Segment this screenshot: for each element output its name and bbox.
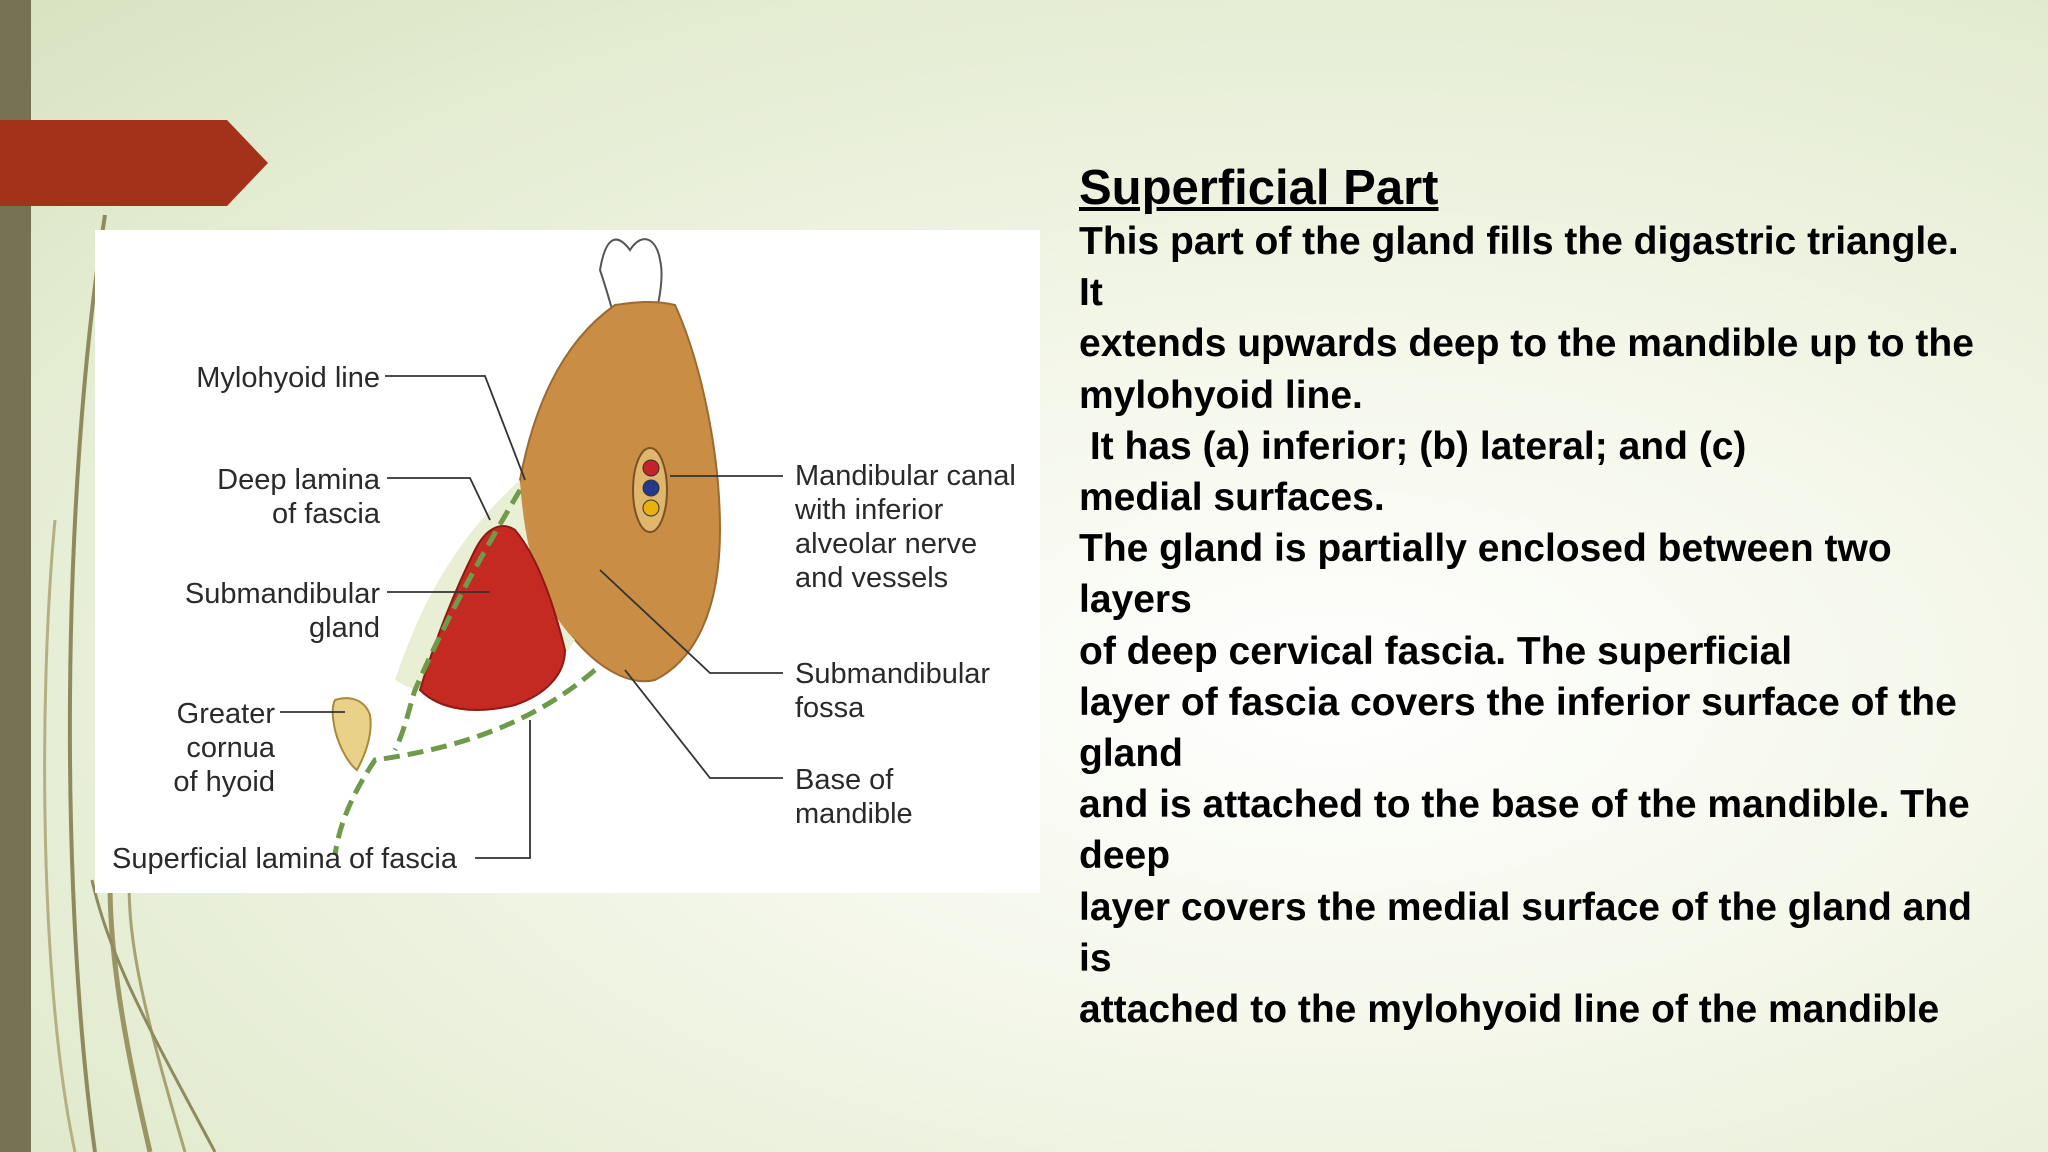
body-line: extends upwards deep to the mandible up …	[1079, 318, 2048, 369]
leader-mylohyoid	[385, 376, 525, 480]
body-line: attached to the mylohyoid line of the ma…	[1079, 984, 2048, 1035]
label-greater-cornua: Greater	[177, 698, 276, 730]
body-line: of deep cervical fascia. The superficial	[1079, 626, 2048, 677]
label-mandibular-canal: alveolar nerve	[795, 528, 977, 560]
artery-dot	[643, 460, 659, 476]
nerve-dot	[643, 480, 659, 496]
body-line: layer covers the medial surface of the g…	[1079, 882, 2048, 933]
body-line: medial surfaces.	[1079, 472, 2048, 523]
label-submandibular-fossa: Submandibular	[795, 658, 990, 690]
hyoid-cornua-shape	[333, 698, 371, 770]
label-base-of-mandible: mandible	[795, 798, 913, 830]
body-line: This part of the gland fills the digastr…	[1079, 216, 2048, 267]
label-mylohyoid-line: Mylohyoid line	[196, 362, 380, 394]
body-line: and is attached to the base of the mandi…	[1079, 779, 2048, 830]
body-line: is	[1079, 933, 2048, 984]
accent-arrow-shape	[0, 120, 270, 206]
vein-dot	[643, 500, 659, 516]
leader-deep-lamina	[387, 478, 490, 520]
body-line: layers	[1079, 574, 2048, 625]
leader-base	[625, 670, 783, 778]
label-deep-lamina: Deep lamina	[217, 464, 381, 496]
submandibular-gland-figure: Mylohyoid line Deep lamina of fascia Sub…	[95, 230, 1040, 893]
body-line: mylohyoid line.	[1079, 370, 2048, 421]
label-submandibular-gland: Submandibular	[185, 578, 380, 610]
body-line: layer of fascia covers the inferior surf…	[1079, 677, 2048, 728]
leader-superficial-lamina	[475, 720, 530, 858]
slide-heading: Superficial Part	[1079, 160, 2048, 216]
body-line: deep	[1079, 830, 2048, 881]
slide-text-block: Superficial Part This part of the gland …	[1079, 160, 2048, 1035]
label-base-of-mandible: Base of	[795, 764, 894, 796]
body-line: It	[1079, 267, 2048, 318]
label-superficial-lamina: Superficial lamina of fascia	[112, 843, 458, 875]
label-deep-lamina: of fascia	[272, 498, 381, 530]
label-greater-cornua: cornua	[186, 732, 276, 764]
label-submandibular-fossa: fossa	[795, 692, 865, 724]
label-submandibular-gland: gland	[309, 612, 380, 644]
body-line: It has (a) inferior; (b) lateral; and (c…	[1079, 421, 2048, 472]
body-line: gland	[1079, 728, 2048, 779]
label-mandibular-canal: Mandibular canal	[795, 460, 1016, 492]
label-mandibular-canal: and vessels	[795, 562, 948, 594]
label-mandibular-canal: with inferior	[794, 494, 944, 526]
body-line: The gland is partially enclosed between …	[1079, 523, 2048, 574]
label-greater-cornua: of hyoid	[173, 766, 275, 798]
